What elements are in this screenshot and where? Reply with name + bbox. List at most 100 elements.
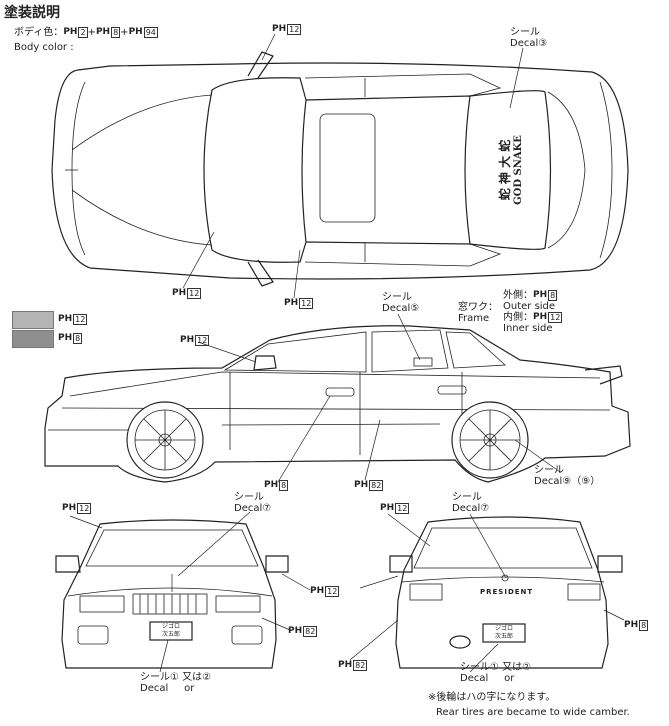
plus-sign: + <box>120 27 129 38</box>
footnote-en: Rear tires are became to wide camber. <box>436 707 630 718</box>
paint-code: 12 <box>548 312 563 323</box>
paint-prefix: PH <box>58 314 73 324</box>
hood-decal-text: 蛇 神 大 蛇 GOD SNAKE <box>460 135 560 205</box>
outer-side-en: Outer side <box>503 301 556 312</box>
body-color-line: ボディ色： PH 2 + PH 8 + PH 94 <box>14 27 158 38</box>
or-label-jp: 又は <box>502 662 523 673</box>
callout-window-decal: シール Decal⑤ <box>382 292 419 314</box>
window-frame-en: Frame <box>458 313 490 324</box>
paint-prefix: PH <box>128 27 143 37</box>
page-title: 塗装説明 <box>4 5 60 21</box>
body-color-label-jp: ボディ色： <box>14 27 64 38</box>
decal-label: Decal <box>510 38 539 49</box>
plus-sign: + <box>87 27 96 38</box>
paint-code: 12 <box>195 335 210 346</box>
decal-label: Decal <box>460 673 489 684</box>
decal-label: Decal <box>534 476 563 487</box>
seal-label: シール <box>460 662 490 673</box>
paint-code: 8 <box>279 480 289 491</box>
callout-rear-decal: シール Decal⑦ <box>452 492 489 514</box>
or-label-en: or <box>504 673 515 684</box>
paint-code: 12 <box>299 298 314 309</box>
front-plate: ジゴロ 次五郎 <box>152 623 190 639</box>
paint-code: 12 <box>395 503 410 514</box>
hood-decal-jp: 蛇 神 大 蛇 <box>498 139 512 201</box>
paint-prefix: PH <box>533 312 548 322</box>
callout-roof-decal: シール Decal③ <box>510 27 547 49</box>
paint-prefix: PH <box>264 480 279 490</box>
decal-number: ② <box>522 662 532 673</box>
decal-number: ⑦ <box>480 503 490 514</box>
window-frame-jp: 窓ワク： <box>458 302 498 313</box>
callout-rear-plate-decal: シール① 又は② Decal or <box>460 662 531 684</box>
front-view <box>55 511 311 673</box>
side-view <box>44 313 631 483</box>
decal-number: ① <box>170 672 179 683</box>
decal-number: ③ <box>538 38 548 49</box>
decal-number: ① <box>490 662 499 673</box>
decal-label: Decal <box>140 683 169 694</box>
swatch-ph8 <box>12 330 54 348</box>
seal-label: シール <box>510 27 540 38</box>
decal-number: ⑤ <box>410 303 420 314</box>
front-plate-line2: 次五郎 <box>161 631 180 638</box>
or-label-jp: 又は <box>182 672 203 683</box>
hood-decal-en: GOD SNAKE <box>513 135 524 205</box>
paint-prefix: PH <box>284 298 299 308</box>
rear-plate-line2: 次五郎 <box>494 633 513 640</box>
paint-code: 12 <box>187 288 202 299</box>
paint-code: 8 <box>548 290 558 301</box>
window-frame-label: 窓ワク： Frame <box>458 302 498 324</box>
paint-prefix: PH <box>380 503 395 513</box>
paint-prefix: PH <box>288 626 303 636</box>
paint-code: 12 <box>287 24 302 35</box>
callout-front-decal: シール Decal⑦ <box>234 492 271 514</box>
paint-code: 82 <box>369 480 384 491</box>
or-label-en: or <box>184 683 195 694</box>
rear-wheel-spokes <box>460 410 520 470</box>
paint-code: 82 <box>353 660 368 671</box>
decal-label: Decal <box>452 503 481 514</box>
paint-code: 8 <box>73 333 83 344</box>
seal-label: シール <box>382 292 412 303</box>
paint-code: 8 <box>111 27 121 38</box>
paint-prefix: PH <box>310 586 325 596</box>
front-wheel-spokes <box>135 410 195 470</box>
outer-side-jp: 外側： <box>503 290 533 301</box>
callout-wheel-decal: シール Decal⑨（⑨） <box>534 465 600 487</box>
paint-code: 12 <box>73 314 88 325</box>
paint-prefix: PH <box>95 27 111 37</box>
callout-front-plate-decal: シール① 又は② Decal or <box>140 672 211 694</box>
rear-view <box>349 513 625 673</box>
inner-side-en: Inner side <box>503 323 553 334</box>
rear-plate: ジゴロ 次五郎 <box>485 625 523 641</box>
paint-code: 12 <box>77 503 92 514</box>
front-plate-line1: ジゴロ <box>161 623 180 630</box>
paint-prefix: PH <box>62 503 77 513</box>
paint-code: 12 <box>325 586 340 597</box>
body-color-label-en: Body color : <box>14 42 74 53</box>
footnote-jp: ※後輪はハの字になります。 <box>428 692 556 703</box>
decal-number: ⑦ <box>262 503 272 514</box>
paint-code: 8 <box>639 620 649 631</box>
inner-side-jp: 内側： <box>503 312 533 323</box>
paint-prefix: PH <box>180 335 195 345</box>
paint-prefix: PH <box>172 288 187 298</box>
paint-code: 82 <box>303 626 318 637</box>
paint-prefix: PH <box>338 660 353 670</box>
decal-number: ⑨（⑨） <box>562 476 601 487</box>
rear-plate-line1: ジゴロ <box>494 625 513 632</box>
paint-prefix: PH <box>354 480 369 490</box>
